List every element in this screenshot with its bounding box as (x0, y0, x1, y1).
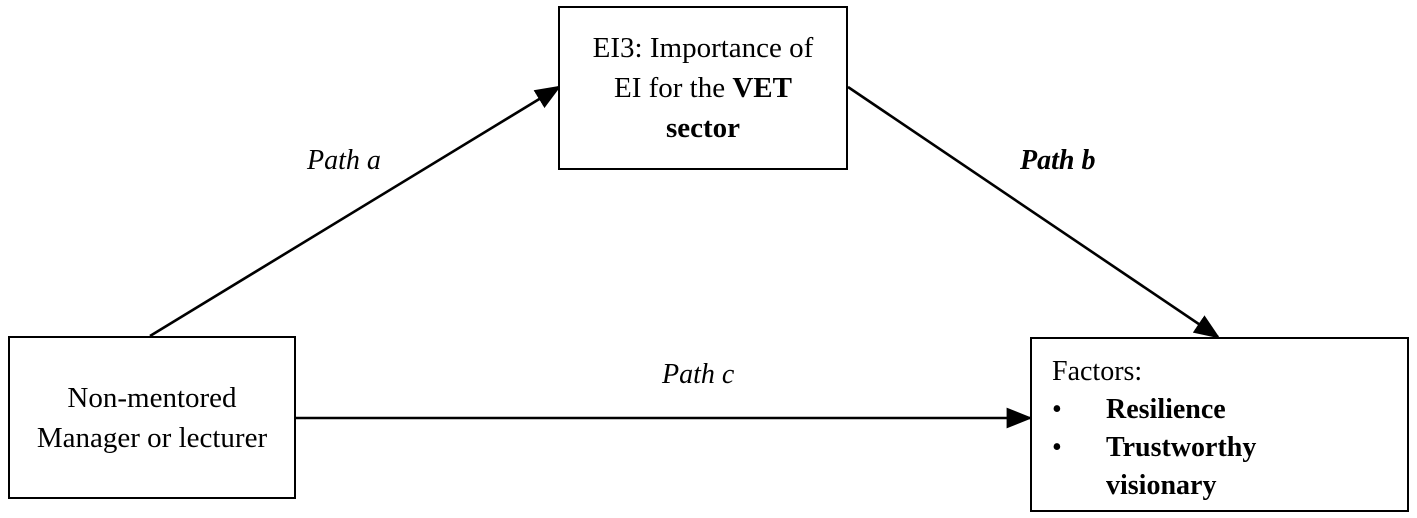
mediator-line-3: sector (665, 112, 741, 144)
mediator-line-1: EI3: Importance of (592, 32, 814, 64)
outcome-item-label: Trustworthy visionary (1106, 432, 1257, 501)
path-b-arrow (847, 85, 1221, 339)
predictor-line-1: Non-mentored (67, 381, 237, 414)
outcome-heading: Factors: (1052, 356, 1143, 387)
path-b-label: Path b (1020, 145, 1096, 176)
outcome-list: • Resilience • Trustworthy visionary (1052, 391, 1407, 505)
mediator-line-2-bold: VET (732, 72, 792, 104)
outcome-item-label: Resilience (1106, 394, 1226, 425)
mediator-text: EI3: Importance of EI for the VET sector (593, 28, 814, 148)
mediator-line-2-prefix: EI for the (613, 72, 733, 104)
predictor-text: Non-mentored Manager or lecturer (37, 378, 267, 458)
bullet-dot: • (1052, 432, 1062, 463)
path-a-label: Path a (307, 145, 381, 176)
outcome-item-trustworthy-visionary: • Trustworthy visionary (1052, 429, 1407, 505)
predictor-box: Non-mentored Manager or lecturer (8, 336, 296, 499)
mediator-box: EI3: Importance of EI for the VET sector (558, 6, 848, 170)
bullet-dot: • (1052, 394, 1062, 425)
outcome-item-resilience: • Resilience (1052, 391, 1407, 429)
predictor-line-2: Manager or lecturer (36, 421, 268, 454)
outcome-box: Factors: • Resilience • Trustworthy visi… (1030, 337, 1409, 512)
path-a-arrow (149, 85, 562, 338)
path-c-label: Path c (662, 359, 735, 390)
